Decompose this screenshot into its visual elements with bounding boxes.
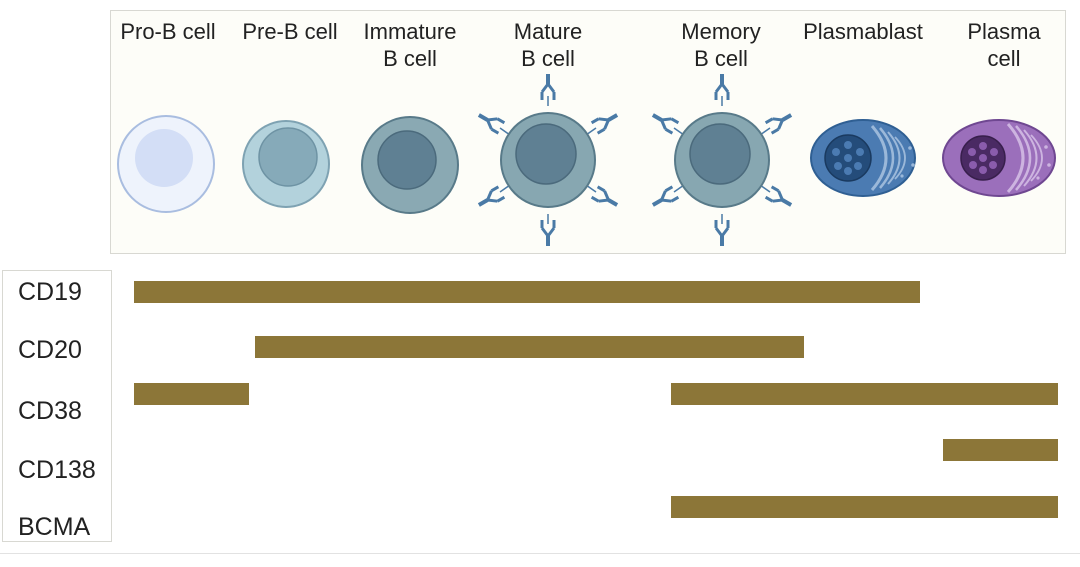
marker-label-cd19: CD19 — [18, 278, 82, 306]
marker-label-cd138: CD138 — [18, 456, 96, 484]
marker-label-panel — [2, 270, 112, 542]
stage-label-immature-b: Immature B cell — [363, 19, 457, 71]
expression-bar-cd20-1 — [255, 336, 804, 358]
stage-label-pre-b: Pre-B cell — [242, 19, 338, 44]
bottom-divider — [0, 553, 1080, 554]
marker-label-cd20: CD20 — [18, 336, 82, 364]
marker-label-bcma: BCMA — [18, 513, 91, 541]
stage-label-plasma: Plasma cell — [967, 19, 1041, 71]
mature-b-cell-icon — [473, 72, 623, 248]
pre-b-cell-icon — [242, 120, 330, 208]
memory-b-cell-icon — [647, 72, 797, 248]
stage-label-mature-b: Mature B cell — [513, 19, 583, 71]
stage-label-pro-b: Pro-B cell — [120, 19, 216, 44]
expression-bar-cd138-1 — [943, 439, 1058, 461]
stage-label-plasmablast: Plasmablast — [803, 19, 923, 44]
marker-label-cd38: CD38 — [18, 397, 82, 425]
expression-bar-cd19-1 — [134, 281, 920, 303]
expression-bar-cd38-2 — [671, 383, 1058, 405]
plasma-cell-icon — [942, 119, 1056, 197]
immature-b-cell-icon — [361, 116, 459, 214]
pro-b-cell-icon — [117, 115, 215, 213]
expression-bar-cd38-1 — [134, 383, 249, 405]
expression-bar-bcma-1 — [671, 496, 1058, 518]
stage-label-memory-b: Memory B cell — [681, 19, 761, 71]
plasmablast-icon — [810, 119, 916, 197]
